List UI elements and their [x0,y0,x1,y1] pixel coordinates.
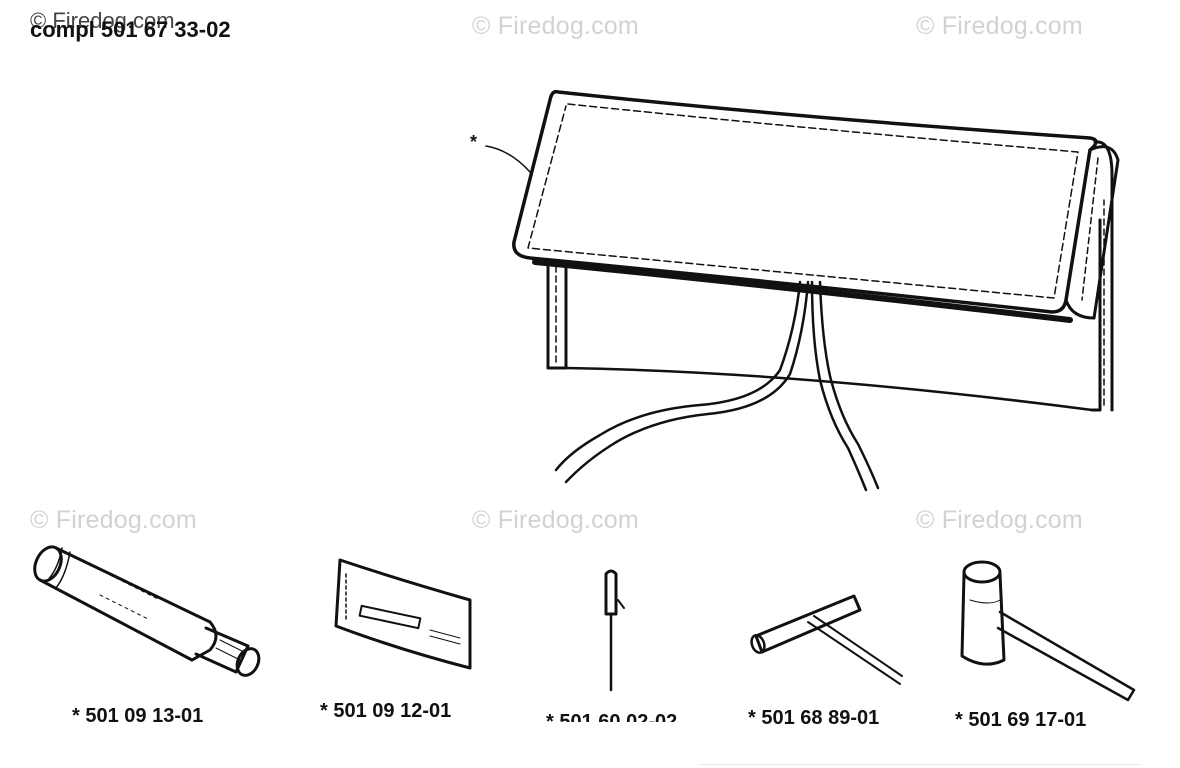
header-watermark: © Firedog.com [30,8,175,33]
pouch-callout-marker: * [470,132,478,152]
watermark: © Firedog.com [916,506,1083,534]
bottom-divider [700,764,1140,765]
part-number-t-wrench: * 501 68 89-01 [748,707,880,729]
part-number-screwdriver: * 501 60 02-02 [546,711,678,722]
part-number-file-tool: * 501 09 12-01 [320,700,452,722]
watermark: © Firedog.com [472,506,639,534]
file-tool-drawing [334,558,472,670]
grease-tube-drawing [33,545,261,677]
tool-pouch-drawing [485,89,1120,492]
diagram-id: compl 501 67 33-02 [30,17,231,42]
combination-spanner-drawing [960,560,1136,702]
part-number-grease-tube: * 501 09 13-01 [72,705,204,727]
watermark: © Firedog.com [916,12,1083,40]
part-number-combination-spanner: * 501 69 17-01 [955,709,1087,731]
t-wrench-drawing [750,594,903,685]
watermark: © Firedog.com [472,12,639,40]
watermark: © Firedog.com [30,506,197,534]
screwdriver-drawing [604,569,625,692]
